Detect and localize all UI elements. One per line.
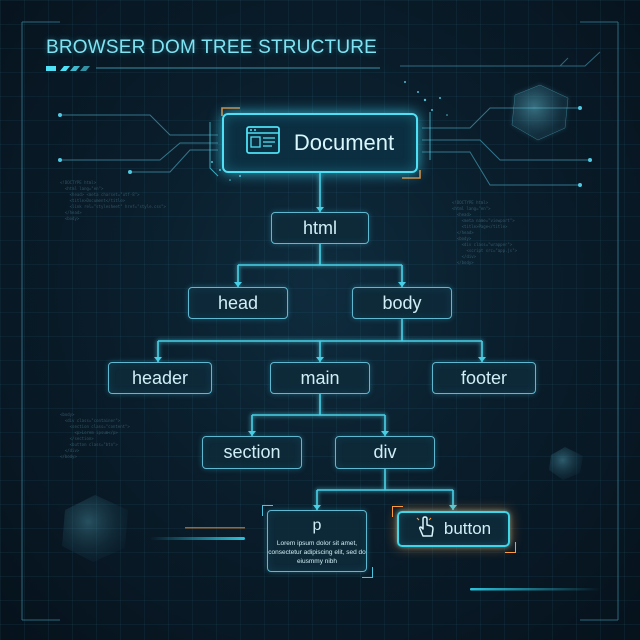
tree-node-label: footer [460,367,508,388]
tree-node-footer[interactable]: footer [432,362,536,394]
tree-node-button[interactable]: button [397,511,510,547]
light-streak-left [150,537,245,540]
tree-node-head[interactable]: head [188,287,288,319]
tree-node-label: head [217,292,259,313]
decorative-code-left-top: <!DOCTYPE html> <html lang="en"> <head> … [60,180,166,221]
title-accent-stripes [46,66,380,71]
p-node-corner-bracket [362,567,373,578]
frame-lines [21,21,619,621]
document-frame-brackets [221,107,421,179]
tree-node-label: Document [293,130,395,155]
tree-node-label: p [312,517,322,534]
button-node-corner-bracket [392,506,403,517]
browser-window-icon [245,126,280,160]
document-frame-cyan [209,112,431,177]
tree-node-div[interactable]: div [335,436,435,469]
tree-node-document[interactable]: Document [222,113,418,173]
tree-node-label: body [382,292,422,313]
connector-arrowheads [154,207,486,510]
tree-node-html[interactable]: html [271,212,369,244]
tree-node-label: button [443,519,492,538]
tree-node-label: main [300,367,340,388]
decorative-code-left-bottom: <body> <div class="container"> <section … [60,412,130,459]
tree-node-label: div [373,442,397,462]
light-streak-right [470,588,600,591]
page-title: BROWSER DOM TREE STRUCTURE [46,37,378,58]
particle-dots [211,81,448,181]
light-streak-orange [185,527,245,529]
tree-node-section[interactable]: section [202,436,302,469]
tree-node-label: html [302,217,337,238]
tree-node-main[interactable]: main [270,362,370,394]
circuit-dots [58,106,592,187]
button-node-corner-bracket [505,542,516,553]
pointer-hand-icon [416,515,436,543]
cube-bottom-left [62,495,128,562]
tree-node-header[interactable]: header [108,362,212,394]
tree-node-label: section [223,442,281,462]
paragraph-sample-text: Lorem ipsum dolor sit amet, consectetur … [268,540,366,565]
p-node-corner-bracket [262,505,273,516]
cube-right [549,447,583,480]
tree-node-body[interactable]: body [352,287,452,319]
tree-node-p[interactable]: p Lorem ipsum dolor sit amet, consectetu… [267,510,367,572]
tree-node-label: header [131,367,189,388]
decorative-code-right: <!DOCTYPE html> <html lang="en"> <head> … [452,200,518,265]
cube-top-right [511,84,569,141]
